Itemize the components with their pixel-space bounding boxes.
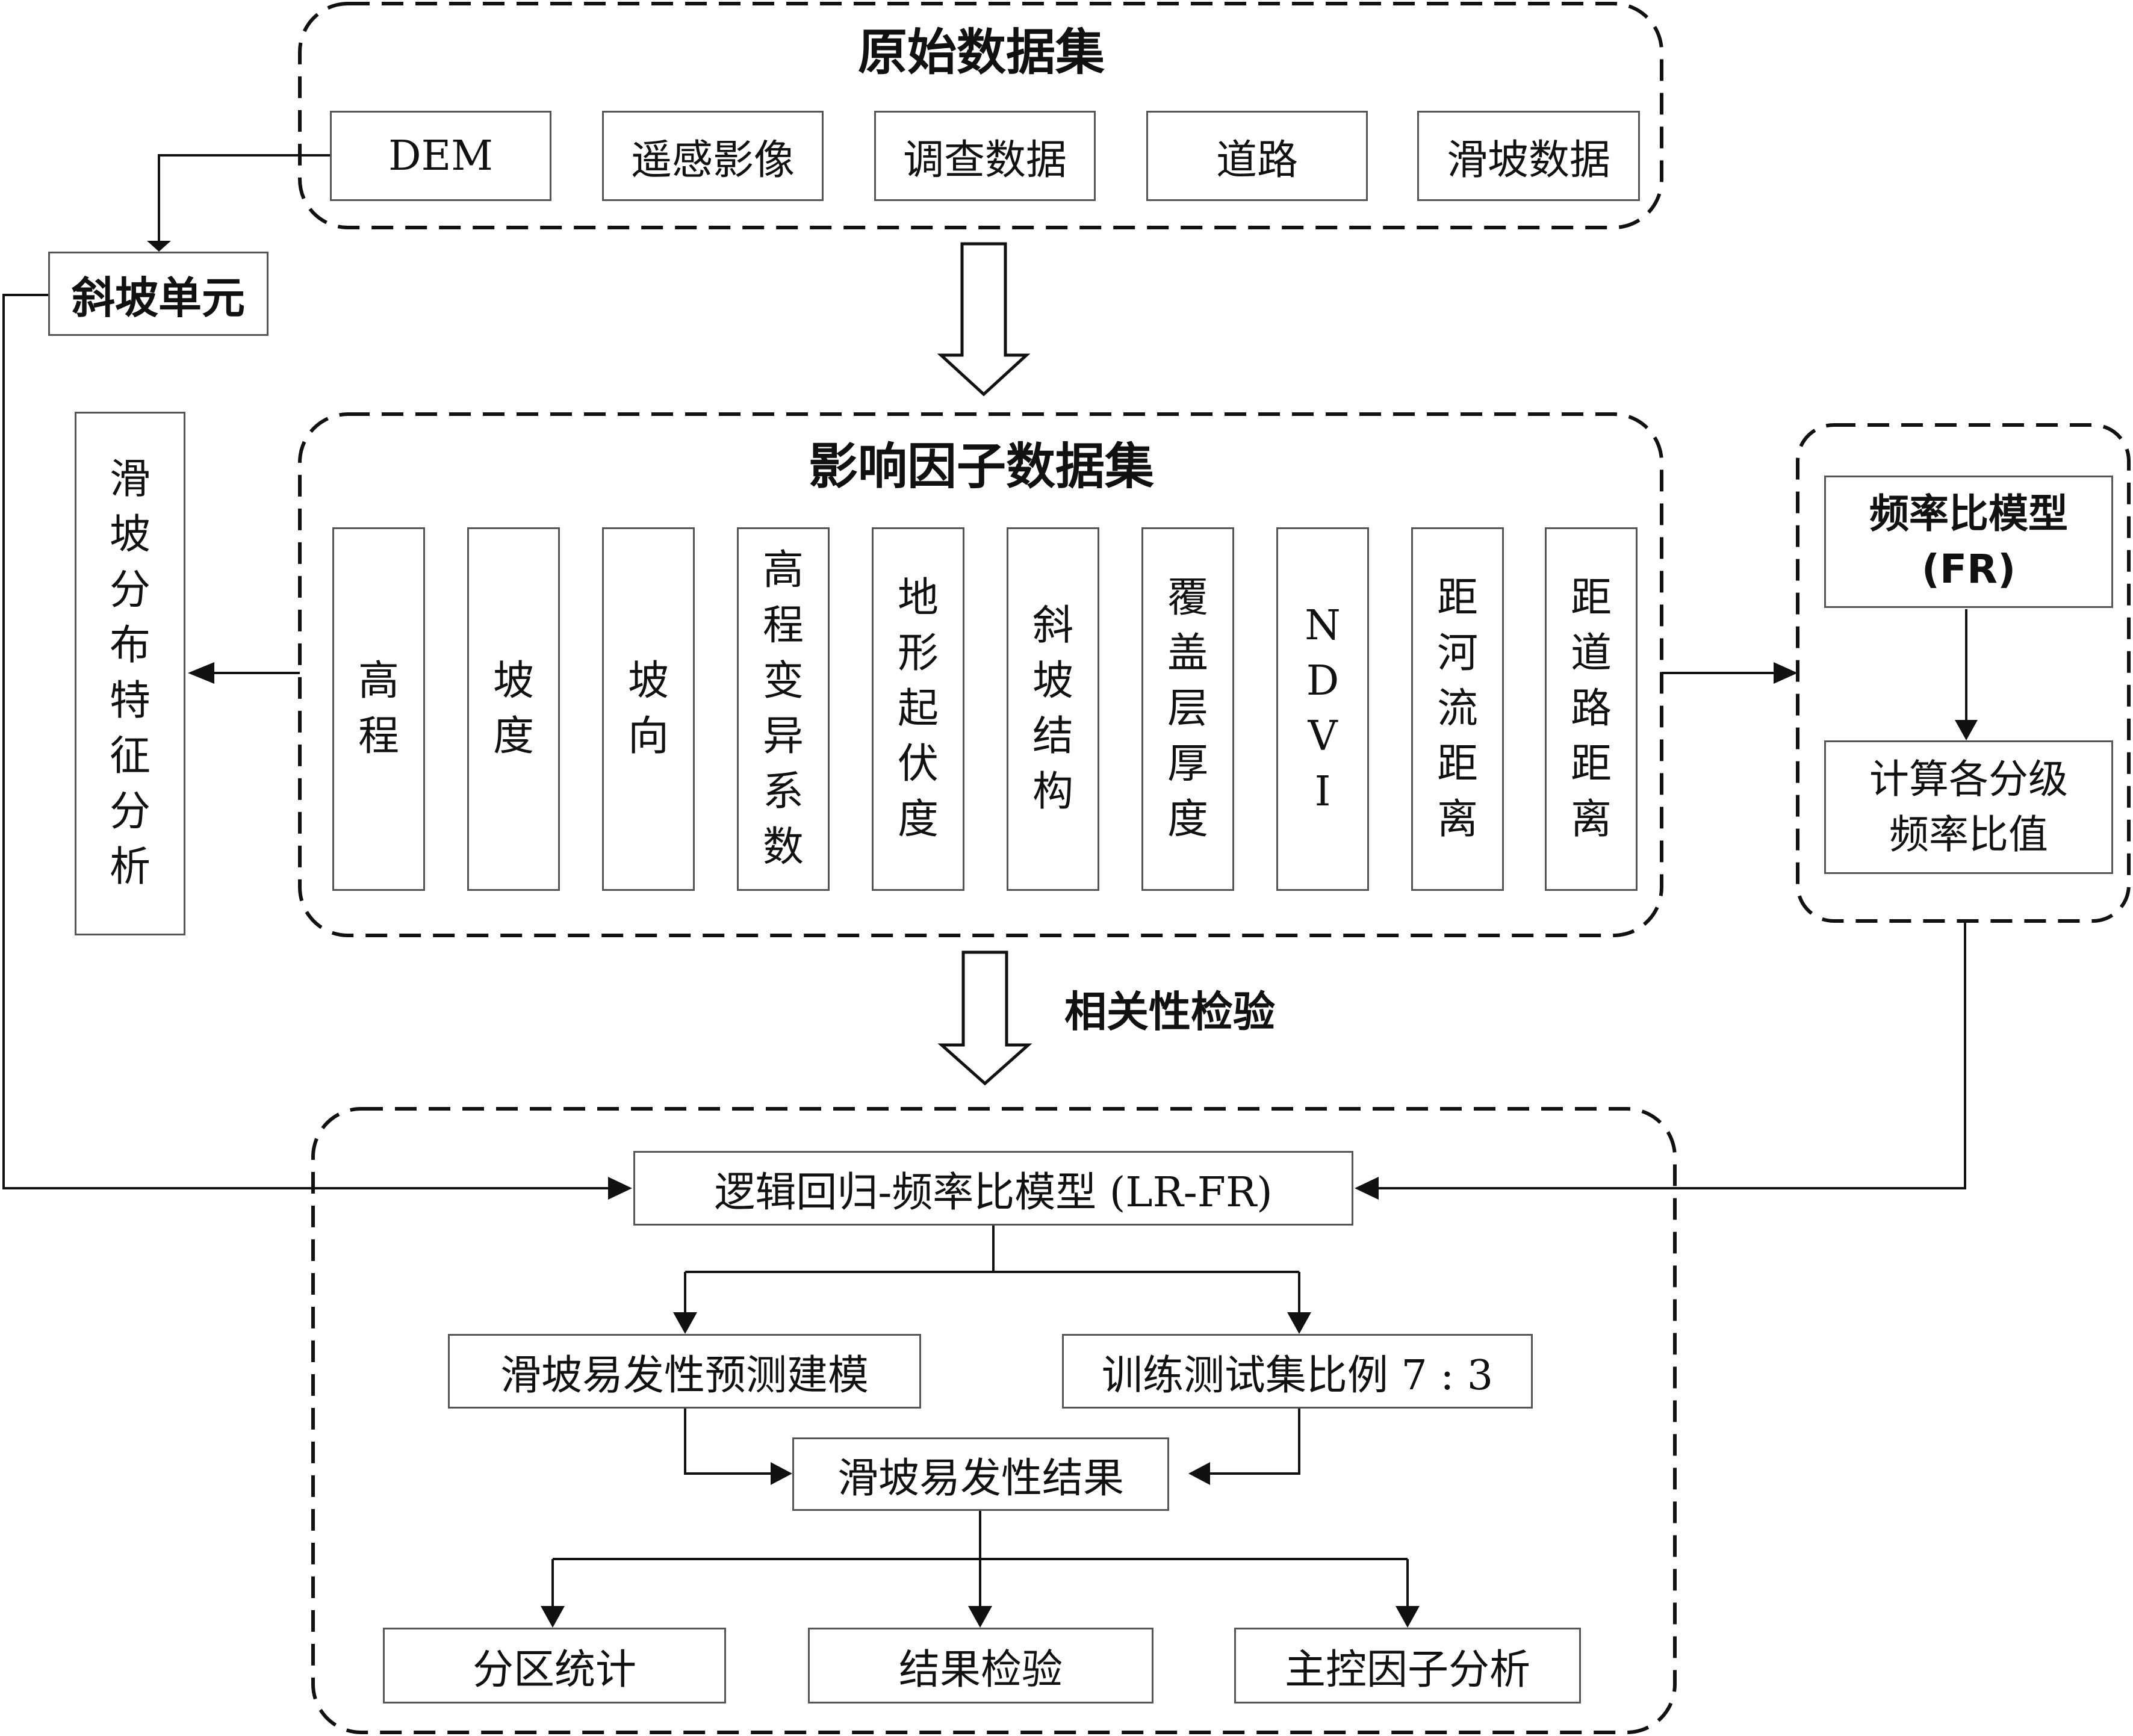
train-test-ratio-box: 训练测试集比例 7 : 3 xyxy=(1062,1334,1533,1409)
prediction-model-box: 滑坡易发性预测建模 xyxy=(448,1334,921,1409)
factor-road-distance: 距道路距离 xyxy=(1545,527,1638,891)
fr-calc-line2: 频率比值 xyxy=(1889,811,2048,858)
factor-elevation-variation: 高程变异系数 xyxy=(737,527,830,891)
fr-model-abbr: (FR) xyxy=(1921,546,2016,592)
factor-slope-structure: 斜坡结构 xyxy=(1007,527,1099,891)
output-zoning-statistics: 分区统计 xyxy=(383,1628,726,1703)
raw-item-landslide: 滑坡数据 xyxy=(1417,111,1640,201)
raw-dataset-group xyxy=(298,2,1663,229)
raw-item-survey: 调查数据 xyxy=(874,111,1096,201)
distribution-analysis-box: 滑坡分布特征分析 xyxy=(75,412,185,935)
raw-item-remote-sensing: 遥感影像 xyxy=(602,111,824,201)
factor-dataset-title: 影响因子数据集 xyxy=(808,438,1154,495)
raw-item-dem: DEM xyxy=(330,111,551,201)
output-result-validation: 结果检验 xyxy=(808,1628,1153,1703)
fr-model-title: 频率比模型 xyxy=(1869,491,2068,537)
lrfr-group xyxy=(311,1107,1677,1734)
block-arrow-factors-to-lrfr xyxy=(937,950,1032,1086)
raw-item-road: 道路 xyxy=(1146,111,1368,201)
fr-calc-line1: 计算各分级 xyxy=(1869,756,2068,802)
factor-aspect: 坡向 xyxy=(602,527,695,891)
slope-unit-box: 斜坡单元 xyxy=(48,252,269,336)
output-main-factor-analysis: 主控因子分析 xyxy=(1234,1628,1581,1703)
factor-elevation: 高程 xyxy=(332,527,425,891)
lrfr-model-box: 逻辑回归-频率比模型 (LR-FR) xyxy=(633,1151,1353,1226)
fr-model-box: 频率比模型 (FR) xyxy=(1824,476,2113,608)
factor-relief: 地形起伏度 xyxy=(872,527,964,891)
block-arrow-raw-to-factors xyxy=(937,242,1031,397)
factor-cover-thickness: 覆盖层厚度 xyxy=(1141,527,1234,891)
factor-slope: 坡度 xyxy=(467,527,560,891)
fr-calc-box: 计算各分级 频率比值 xyxy=(1824,740,2113,874)
correlation-test-label: 相关性检验 xyxy=(1064,987,1275,1037)
susceptibility-result-box: 滑坡易发性结果 xyxy=(792,1437,1169,1511)
raw-dataset-title: 原始数据集 xyxy=(857,24,1105,81)
factor-river-distance: 距河流距离 xyxy=(1411,527,1504,891)
factor-dataset-group xyxy=(298,412,1663,937)
